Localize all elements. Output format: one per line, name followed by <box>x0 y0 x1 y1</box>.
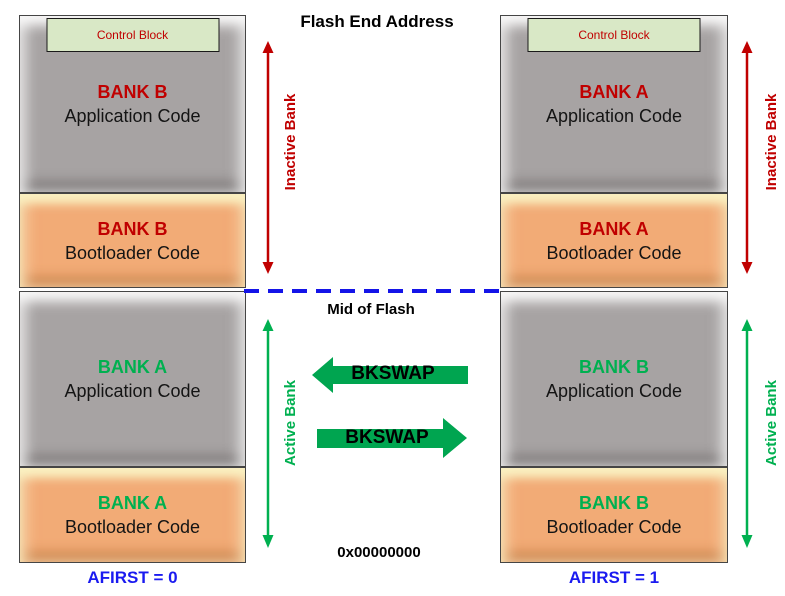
active-bank-arrow-right <box>741 319 753 548</box>
bkswap-left-arrow-label: BKSWAP <box>351 363 435 384</box>
left-bank-a-bootloader-block: BANK A Bootloader Code <box>19 467 246 563</box>
inactive-bank-arrow-right <box>741 41 753 274</box>
code-type-label: Application Code <box>64 106 201 126</box>
inactive-bank-label-left: Inactive Bank <box>282 93 299 191</box>
flash-end-address-label: Flash End Address <box>300 12 454 31</box>
bank-name-label: BANK A <box>97 493 168 513</box>
inactive-bank-label-right: Inactive Bank <box>763 93 780 191</box>
left-bank-b-bootloader-block: BANK B Bootloader Code <box>19 193 246 288</box>
inactive-bank-arrow-left <box>262 41 274 274</box>
bank-name-label: BANK B <box>97 82 168 102</box>
code-type-label: Bootloader Code <box>546 242 682 263</box>
right-bank-b-bootloader-block: BANK B Bootloader Code <box>500 467 728 563</box>
active-bank-label-left: Active Bank <box>282 380 299 466</box>
right-bank-a-bootloader-block: BANK A Bootloader Code <box>500 193 728 288</box>
mid-of-flash-label: Mid of Flash <box>327 301 415 318</box>
active-bank-label-right: Active Bank <box>763 380 780 466</box>
afirst-1-label: AFIRST = 1 <box>568 568 660 587</box>
left-control-block: Control Block <box>46 18 219 52</box>
bank-name-label: BANK A <box>579 82 649 102</box>
control-block-label: Control Block <box>96 28 169 42</box>
right-control-block: Control Block <box>527 18 701 52</box>
left-bank-b-application-block: Control Block BANK B Application Code <box>19 15 246 193</box>
bank-name-label: BANK B <box>97 218 168 239</box>
code-type-label: Bootloader Code <box>546 517 682 537</box>
code-type-label: Bootloader Code <box>64 242 201 263</box>
bank-name-label: BANK B <box>579 493 649 513</box>
bkswap-right-arrow-label: BKSWAP <box>345 427 429 448</box>
right-bank-b-application-block: BANK B Application Code <box>500 291 728 467</box>
code-type-label: Application Code <box>545 381 683 401</box>
code-type-label: Application Code <box>64 381 201 401</box>
active-bank-arrow-left <box>262 319 274 548</box>
code-type-label: Bootloader Code <box>64 517 201 537</box>
base-address-label: 0x00000000 <box>337 544 421 561</box>
bank-name-label: BANK B <box>579 357 649 377</box>
afirst-0-label: AFIRST = 0 <box>87 568 178 587</box>
bank-name-label: BANK A <box>97 357 168 377</box>
right-bank-a-application-block: Control Block BANK A Application Code <box>500 15 728 193</box>
code-type-label: Application Code <box>545 106 683 126</box>
control-block-label: Control Block <box>578 28 650 42</box>
left-bank-a-application-block: BANK A Application Code <box>19 291 246 467</box>
bank-name-label: BANK A <box>579 218 649 239</box>
